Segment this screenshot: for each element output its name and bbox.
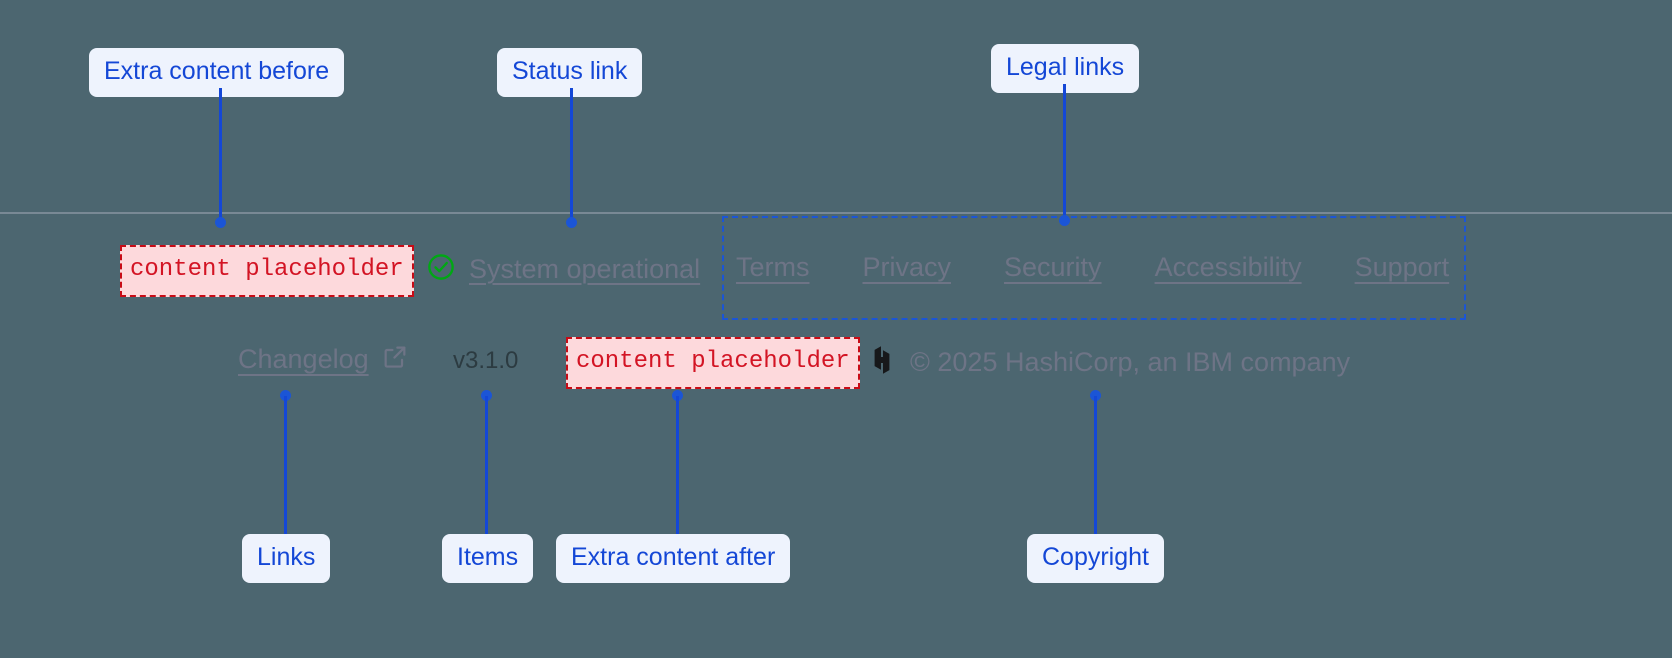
leader-links — [284, 396, 287, 534]
callout-links: Links — [242, 534, 331, 583]
callout-status-link: Status link — [497, 48, 643, 97]
copyright-text: © 2025 HashiCorp, an IBM company — [910, 347, 1351, 377]
anchor-dot-extra-content-after — [672, 390, 683, 401]
version-label: v3.1.0 — [453, 347, 519, 374]
extra-content-before-placeholder: content placeholder — [120, 245, 414, 297]
legal-link-accessibility[interactable]: Accessibility — [1154, 252, 1302, 282]
anchor-dot-copyright — [1090, 390, 1101, 401]
anchor-dot-extra-content-before — [215, 217, 226, 228]
extra-content-after-placeholder: content placeholder — [566, 337, 860, 389]
leader-items — [485, 396, 488, 534]
callout-items: Items — [442, 534, 534, 583]
legal-links-group-outline — [722, 216, 1466, 320]
leader-extra-content-before — [219, 88, 222, 222]
anchor-dot-status-link — [566, 217, 577, 228]
external-link-icon — [381, 343, 409, 376]
leader-legal-links — [1063, 84, 1066, 220]
leader-extra-content-after — [676, 396, 679, 534]
leader-copyright — [1094, 396, 1097, 534]
anchor-dot-legal-links — [1059, 215, 1070, 226]
anchor-dot-links — [280, 390, 291, 401]
status-link-label: System operational — [469, 254, 701, 284]
footer-top-divider — [0, 212, 1672, 214]
legal-link-privacy[interactable]: Privacy — [862, 252, 952, 282]
anchor-dot-items — [481, 390, 492, 401]
legal-link-terms[interactable]: Terms — [736, 252, 810, 282]
check-circle-icon — [426, 252, 456, 287]
leader-status-link — [570, 88, 573, 222]
callout-extra-content-before: Extra content before — [89, 48, 345, 97]
changelog-link[interactable]: Changelog — [238, 343, 409, 376]
callout-copyright: Copyright — [1027, 534, 1164, 583]
legal-links-list: Terms Privacy Security Accessibility Sup… — [736, 252, 1449, 283]
legal-link-support[interactable]: Support — [1354, 252, 1450, 282]
hashicorp-logo — [868, 345, 896, 380]
callout-extra-content-after: Extra content after — [556, 534, 791, 583]
status-link[interactable]: System operational — [426, 252, 700, 287]
changelog-label: Changelog — [238, 344, 369, 374]
copyright: © 2025 HashiCorp, an IBM company — [868, 345, 1350, 380]
legal-link-security[interactable]: Security — [1004, 252, 1102, 282]
